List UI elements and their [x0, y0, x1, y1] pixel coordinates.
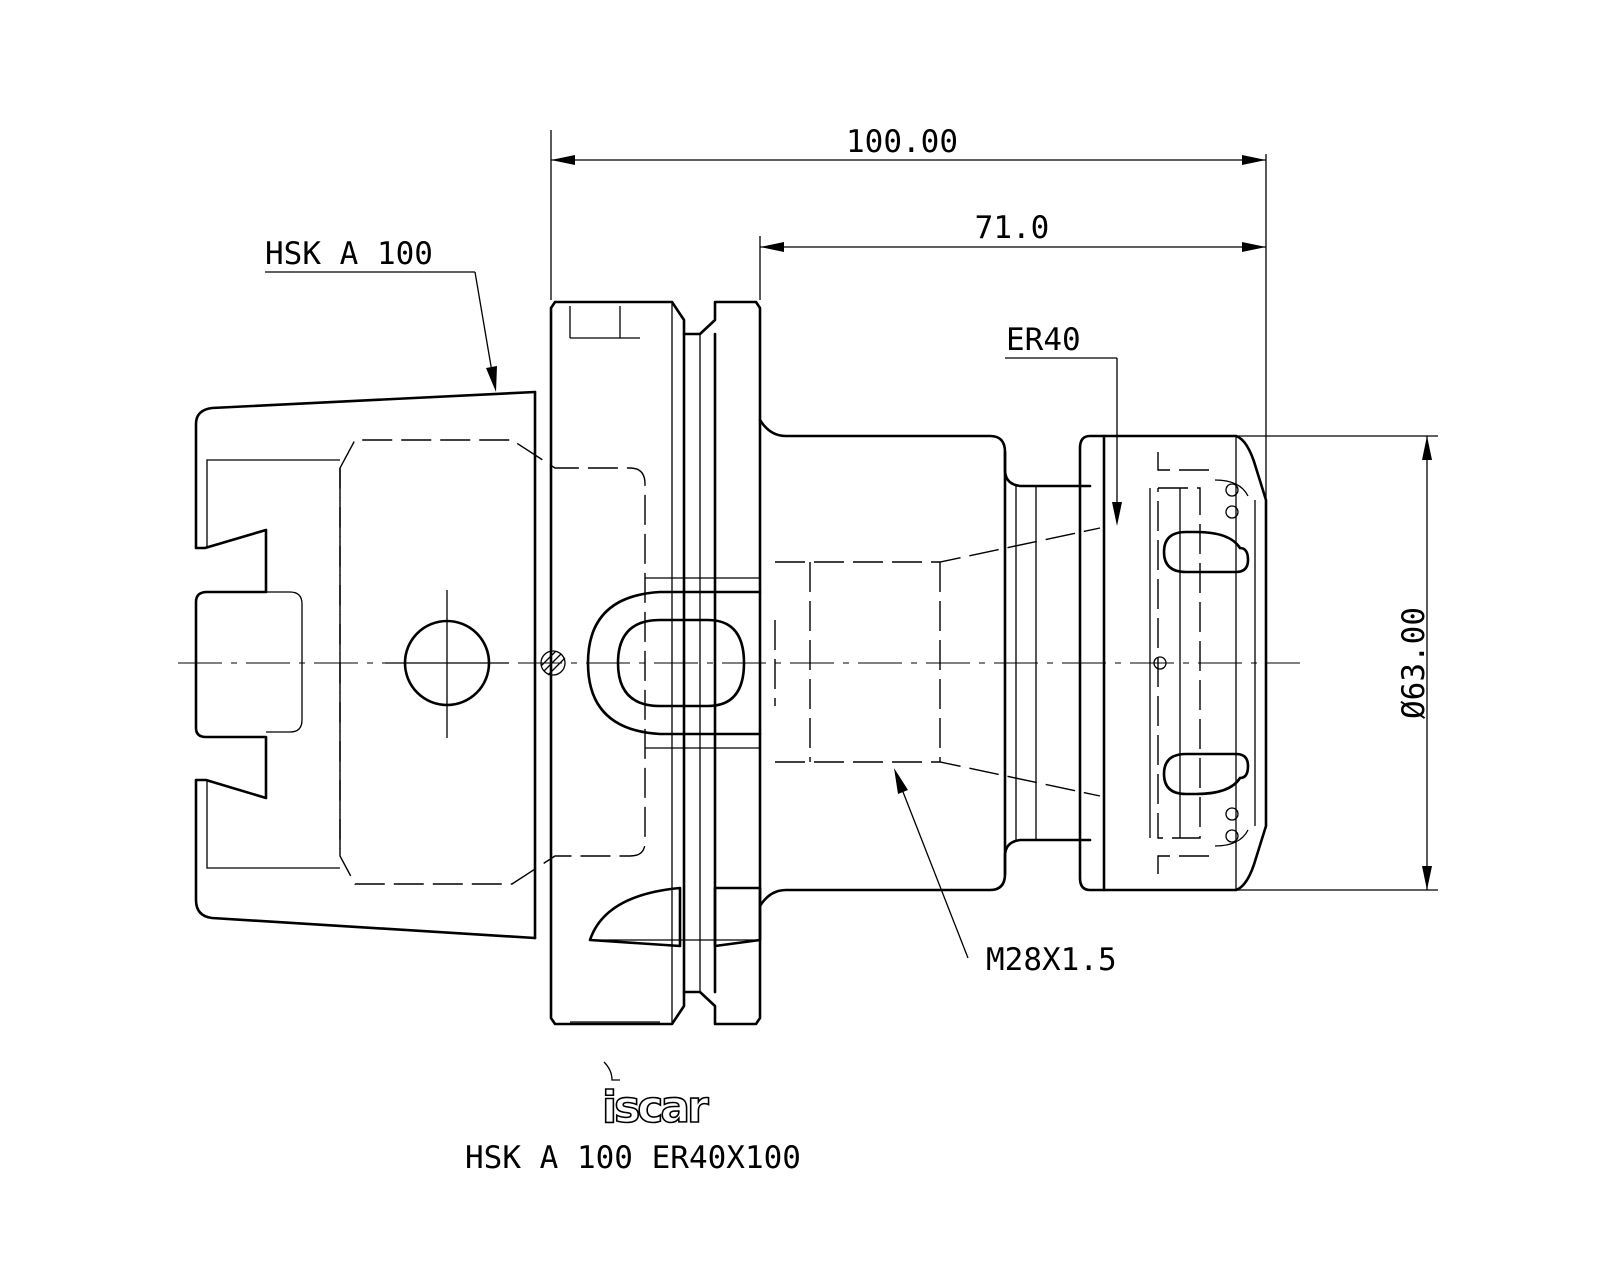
dimension-overall-length-label: 100.00 [846, 124, 958, 160]
hsk-shank [194, 390, 646, 940]
logo-mark: iscar [601, 1061, 713, 1134]
callout-er40-leader [1005, 357, 1122, 526]
dimension-diameter [1090, 435, 1438, 891]
callout-er40-label: ER40 [1006, 322, 1081, 358]
body [758, 418, 1101, 908]
flange [549, 300, 762, 1026]
callout-thread-label: M28X1.5 [986, 942, 1117, 978]
dimension-overall-length [550, 130, 1267, 498]
dimension-gauge-length-label: 71.0 [975, 210, 1050, 246]
logo-text: iscar [602, 1082, 709, 1133]
part-name: HSK A 100 ER40X100 [465, 1140, 801, 1176]
callout-hsk-label: HSK A 100 [265, 236, 433, 272]
callout-thread-leader [894, 768, 969, 959]
callout-hsk-leader [265, 271, 497, 392]
dimension-diameter-label: Ø63.00 [1396, 607, 1432, 719]
dimension-gauge-length [759, 236, 1266, 300]
